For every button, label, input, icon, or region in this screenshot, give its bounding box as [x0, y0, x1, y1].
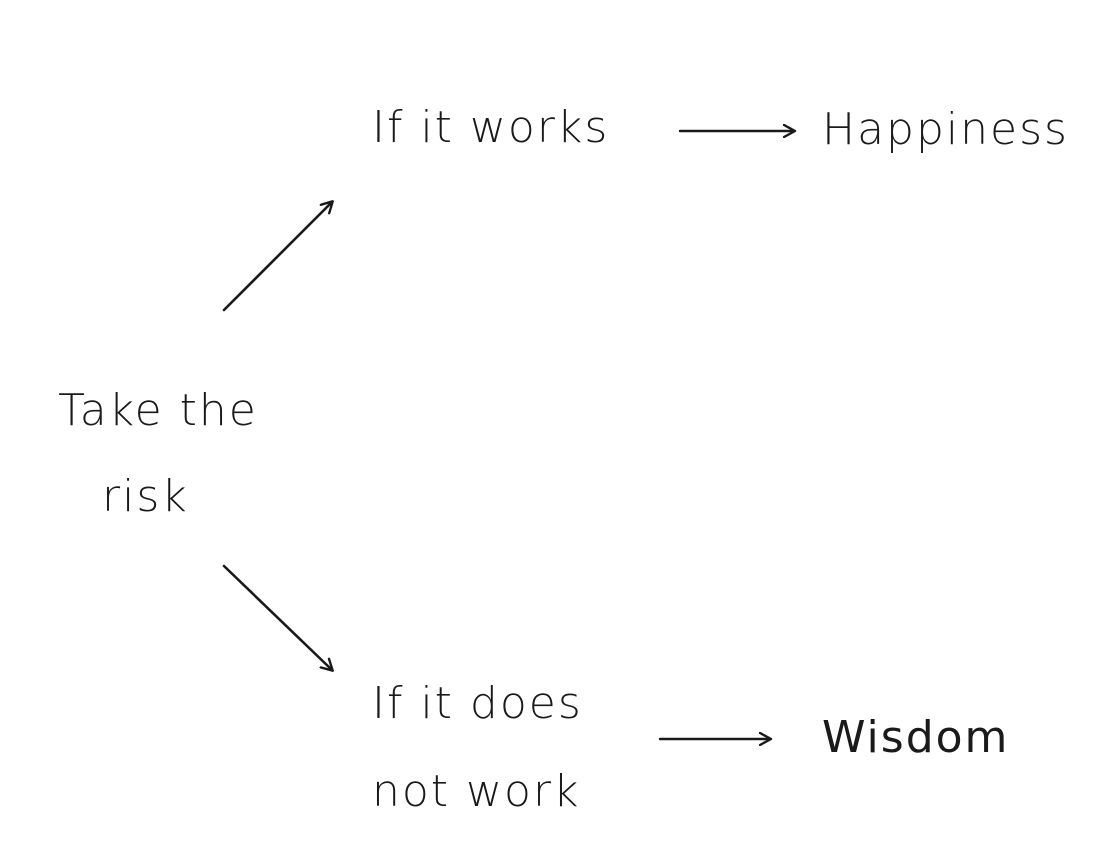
branch-works-label: If it works [372, 102, 610, 153]
outcome-happiness: Happiness [822, 104, 1069, 155]
start-node: Take the risk [28, 368, 288, 540]
branch-notworks-label: If it does not work [372, 660, 662, 836]
branch-notworks-line1: If it does [372, 678, 583, 729]
start-node-line2: risk [102, 471, 189, 522]
arrow-start-to-works [222, 202, 332, 312]
start-node-line1: Take the [58, 385, 258, 436]
outcome-wisdom: Wisdom [822, 712, 1010, 763]
branch-notworks-line2: not work [372, 766, 581, 817]
arrow-start-to-notworks [222, 564, 332, 670]
